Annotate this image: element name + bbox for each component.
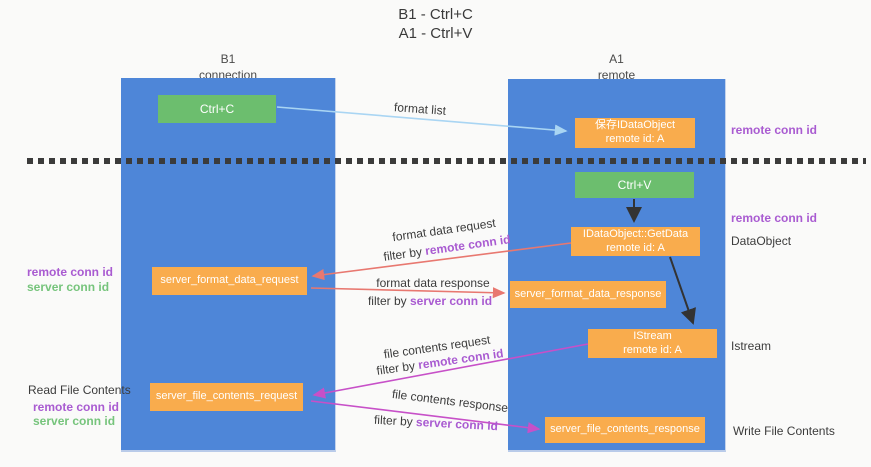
node-istream-line1: IStream: [633, 329, 672, 342]
format-response-filter-id: server conn id: [409, 294, 493, 308]
right-top-remote-conn-id-label: remote conn id: [731, 123, 818, 137]
node-server-file-contents-response: server_file_contents_response: [545, 417, 705, 443]
right-istream-label: Istream: [731, 339, 772, 353]
title-line-1: B1 - Ctrl+C: [398, 6, 473, 23]
node-istream-line2: remote id: A: [623, 343, 682, 356]
right-mid-remote-conn-id-label: remote conn id: [731, 211, 818, 225]
node-save-idataobject: 保存IDataObject remote id: A: [575, 118, 695, 148]
right-column-role: remote: [597, 67, 636, 82]
format-request-filter-prefix: filter by: [382, 244, 427, 264]
left-mid-server-conn-id-label: server conn id: [27, 280, 110, 294]
node-ctrl-c: Ctrl+C: [158, 95, 276, 123]
node-server-format-data-request: server_format_data_request: [152, 267, 307, 295]
node-server-format-data-request-label: server_format_data_request: [160, 274, 299, 287]
diagram-title: B1 - Ctrl+C A1 - Ctrl+V: [0, 6, 871, 44]
format-response-filter-prefix: filter by: [367, 294, 410, 308]
right-column-name: A1: [609, 52, 624, 66]
right-write-file-contents-label: Write File Contents: [733, 424, 835, 438]
left-column-name: B1: [220, 52, 236, 66]
file-request-filter-prefix: filter by: [375, 358, 420, 378]
node-getdata-line1: IDataObject::GetData: [582, 227, 689, 240]
node-ctrl-c-label: Ctrl+C: [199, 101, 235, 116]
node-ctrl-v: Ctrl+V: [575, 172, 694, 198]
node-istream: IStream remote id: A: [588, 329, 717, 358]
left-read-file-contents-label: Read File Contents: [28, 383, 131, 397]
node-getdata: IDataObject::GetData remote id: A: [571, 227, 700, 256]
format-list-label: format list: [393, 100, 447, 118]
right-dataobject-label: DataObject: [731, 234, 792, 248]
node-ctrl-v-label: Ctrl+V: [617, 177, 652, 192]
node-save-idataobject-line2: remote id: A: [605, 133, 665, 145]
format-response-label: format data response: [376, 276, 490, 290]
file-response-label: file contents response: [391, 386, 509, 416]
file-response-filter-prefix: filter by: [373, 412, 417, 429]
left-bottom-remote-conn-id-label: remote conn id: [33, 400, 120, 414]
file-response-filter-id: server conn id: [415, 414, 499, 434]
format-response-filter-label: filter by server conn id: [368, 294, 492, 308]
node-server-format-data-response-label: server_format_data_response: [514, 287, 662, 300]
node-server-file-contents-request: server_file_contents_request: [150, 383, 303, 411]
title-line-2: A1 - Ctrl+V: [398, 24, 473, 42]
file-response-filter-label: filter by server conn id: [374, 413, 499, 433]
node-server-file-contents-response-label: server_file_contents_response: [550, 423, 700, 436]
left-mid-remote-conn-id-label: remote conn id: [27, 265, 114, 279]
node-save-idataobject-line1: 保存IDataObject: [594, 119, 676, 132]
node-server-file-contents-request-label: server_file_contents_request: [155, 390, 298, 403]
left-bottom-server-conn-id-label: server conn id: [33, 414, 116, 428]
node-server-format-data-response: server_format_data_response: [510, 281, 666, 308]
right-column-header: A1 remote: [508, 52, 725, 83]
node-getdata-line2: remote id: A: [606, 241, 665, 254]
